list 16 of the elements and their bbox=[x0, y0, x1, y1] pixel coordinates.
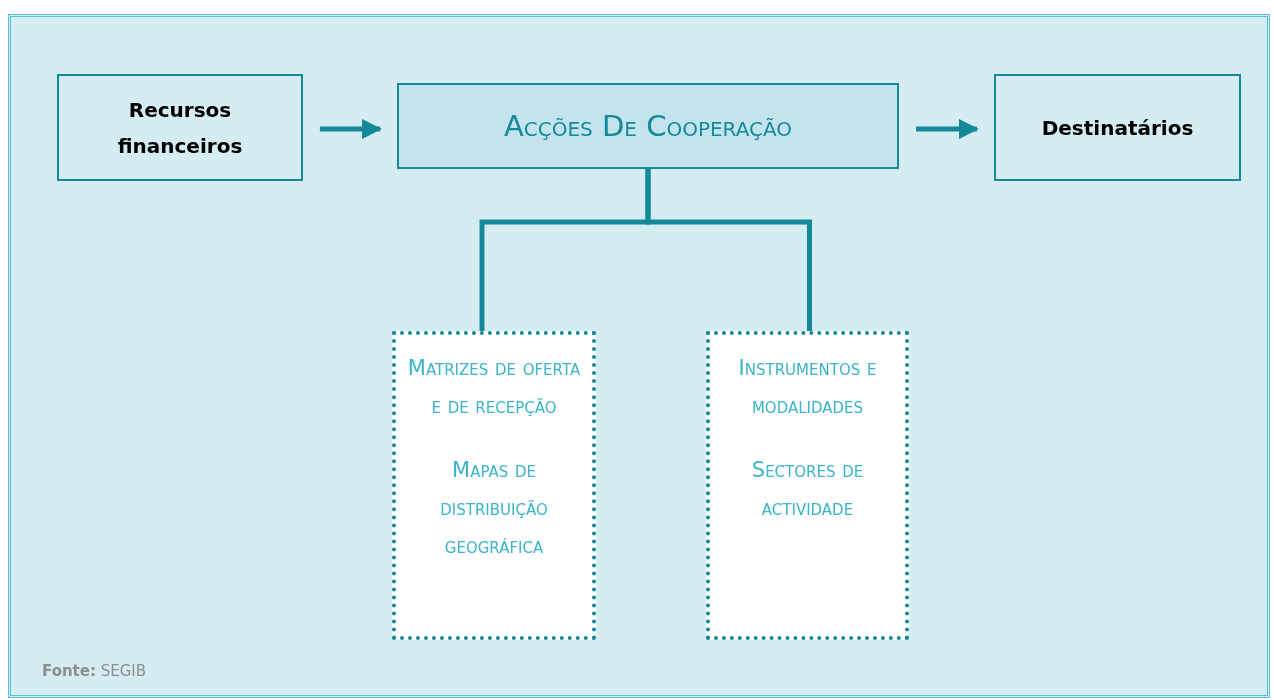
process-box bbox=[57, 74, 303, 181]
connector-line bbox=[645, 169, 812, 331]
dotted-box bbox=[392, 331, 596, 640]
process-box bbox=[994, 74, 1241, 181]
dotted-box bbox=[706, 331, 909, 640]
box-text: Acções De Cooperação bbox=[503, 108, 793, 144]
box-text: Sectores de actividade bbox=[750, 457, 865, 522]
box-text: Destinatários bbox=[1041, 114, 1194, 142]
arrow bbox=[319, 119, 383, 139]
box-text: Matrizes de oferta e de recepção bbox=[406, 355, 582, 420]
box-text: Instrumentos e modalidades bbox=[737, 355, 878, 420]
box-text: Mapas de distribuição geográfica bbox=[439, 457, 549, 560]
source-note: Fonte: SEGIB bbox=[42, 662, 147, 680]
arrow bbox=[916, 119, 979, 139]
main-box bbox=[397, 83, 899, 169]
box-text: Recursos financeiros bbox=[116, 96, 244, 160]
